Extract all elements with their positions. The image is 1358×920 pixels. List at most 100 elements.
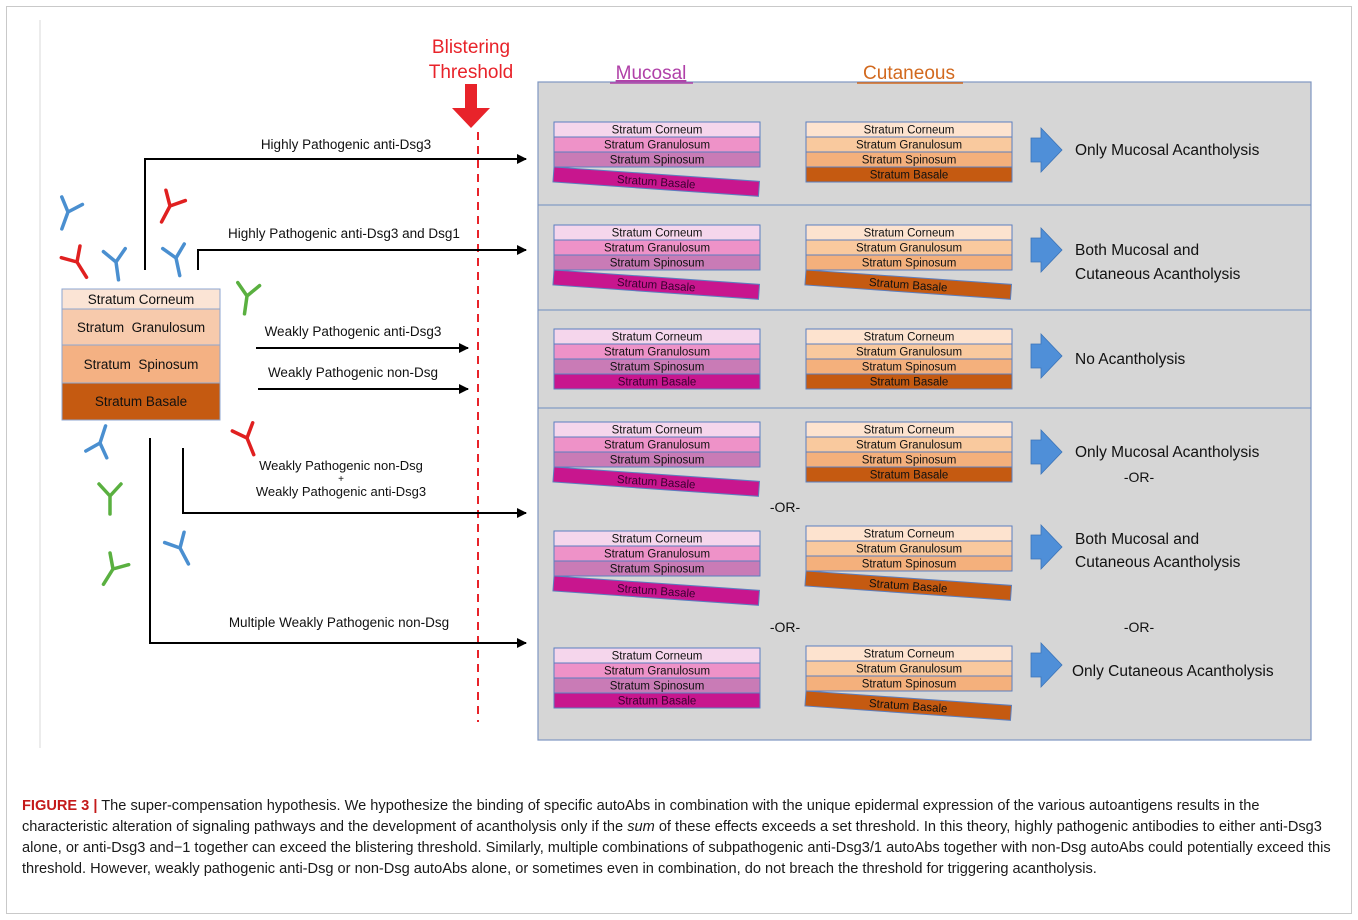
diagram: Blistering Threshold Mucosal Cutaneous S… bbox=[39, 20, 1312, 748]
layer-spinosum-band bbox=[805, 254, 1013, 271]
left-layer-granulosum-label: Stratum Granulosum bbox=[77, 320, 205, 335]
layer-spinosum: Stratum Spinosum bbox=[553, 358, 761, 375]
caption-text-part1: The super-compensation hypothesis. We hy… bbox=[22, 798, 1260, 835]
threshold-label-line2: Threshold bbox=[429, 62, 514, 83]
layer-granulosum-label: Stratum Granulosum bbox=[856, 140, 962, 152]
layer-spinosum-band bbox=[553, 254, 761, 271]
layer-basale-label: Stratum Basale bbox=[617, 277, 696, 294]
outcome-arrow-icon bbox=[1030, 227, 1063, 273]
layer-granulosum-label: Stratum Granulosum bbox=[604, 243, 710, 255]
layer-basale: Stratum Basale bbox=[552, 466, 761, 497]
layer-spinosum-band bbox=[805, 555, 1013, 572]
layer-corneum-label: Stratum Corneum bbox=[864, 649, 955, 661]
layer-corneum: Stratum Corneum bbox=[805, 645, 1013, 662]
antibody-icon bbox=[59, 244, 89, 280]
layer-spinosum: Stratum Spinosum bbox=[805, 451, 1013, 468]
layer-basale-band bbox=[804, 570, 1013, 601]
antibody-icon bbox=[236, 280, 262, 316]
layer-spinosum-label: Stratum Spinosum bbox=[610, 681, 705, 693]
layer-basale-label: Stratum Basale bbox=[870, 170, 949, 182]
layer-granulosum: Stratum Granulosum bbox=[553, 136, 761, 153]
layer-granulosum-label: Stratum Granulosum bbox=[604, 440, 710, 452]
layer-corneum: Stratum Corneum bbox=[553, 121, 761, 138]
layer-granulosum: Stratum Granulosum bbox=[805, 136, 1013, 153]
outcome-row1: Only Mucosal Acantholysis bbox=[1075, 142, 1260, 159]
layer-basale: Stratum Basale bbox=[553, 692, 761, 709]
left-layer-spinosum bbox=[61, 344, 221, 384]
layer-basale-label: Stratum Basale bbox=[618, 377, 697, 389]
layer-spinosum: Stratum Spinosum bbox=[553, 151, 761, 168]
layer-spinosum: Stratum Spinosum bbox=[553, 254, 761, 271]
layer-granulosum-label: Stratum Granulosum bbox=[856, 243, 962, 255]
layer-basale-band bbox=[553, 373, 761, 390]
layer-spinosum-label: Stratum Spinosum bbox=[862, 155, 957, 167]
outcome-arrow-icon bbox=[1030, 642, 1063, 688]
layer-granulosum: Stratum Granulosum bbox=[805, 660, 1013, 677]
layer-basale: Stratum Basale bbox=[553, 373, 761, 390]
figure-caption: FIGURE 3 | The super-compensation hypoth… bbox=[22, 796, 1338, 880]
layer-corneum-label: Stratum Corneum bbox=[864, 332, 955, 344]
outcome-row2-line2: Cutaneous Acantholysis bbox=[1075, 266, 1241, 283]
layer-spinosum-label: Stratum Spinosum bbox=[610, 564, 705, 576]
layer-spinosum-label: Stratum Spinosum bbox=[862, 455, 957, 467]
layer-spinosum-label: Stratum Spinosum bbox=[862, 258, 957, 270]
layer-granulosum-label: Stratum Granulosum bbox=[856, 440, 962, 452]
layer-spinosum: Stratum Spinosum bbox=[553, 560, 761, 577]
layer-basale-label: Stratum Basale bbox=[618, 696, 697, 708]
layer-basale-band bbox=[804, 269, 1013, 300]
pathway-label-4: Weakly Pathogenic non-Dsg bbox=[268, 365, 438, 380]
antibody-icon bbox=[159, 188, 188, 224]
layer-corneum-label: Stratum Corneum bbox=[612, 425, 703, 437]
header-cutaneous: Cutaneous bbox=[863, 63, 955, 84]
layer-basale-band bbox=[805, 373, 1013, 390]
layer-basale-band bbox=[552, 575, 761, 606]
pathway-arrow-1 bbox=[144, 154, 527, 270]
antibody-icon bbox=[84, 424, 109, 460]
layer-basale: Stratum Basale bbox=[804, 570, 1013, 601]
layer-basale-band bbox=[552, 466, 761, 497]
layer-spinosum: Stratum Spinosum bbox=[805, 555, 1013, 572]
threshold-arrow-icon bbox=[452, 84, 490, 128]
layer-corneum: Stratum Corneum bbox=[553, 224, 761, 241]
layer-basale: Stratum Basale bbox=[804, 690, 1013, 721]
layer-spinosum-label: Stratum Spinosum bbox=[610, 258, 705, 270]
layer-basale-label: Stratum Basale bbox=[869, 578, 948, 595]
layer-basale-band bbox=[552, 166, 761, 197]
pathway-arrow-2 bbox=[197, 245, 527, 270]
layer-corneum-label: Stratum Corneum bbox=[864, 425, 955, 437]
layer-granulosum-label: Stratum Granulosum bbox=[604, 140, 710, 152]
layer-basale-label: Stratum Basale bbox=[870, 470, 949, 482]
outcome-row5: Only Cutaneous Acantholysis bbox=[1072, 663, 1274, 680]
left-layer-spinosum-label: Stratum Spinosum bbox=[84, 357, 199, 372]
outcome-row3: No Acantholysis bbox=[1075, 351, 1186, 368]
layer-granulosum: Stratum Granulosum bbox=[553, 239, 761, 256]
layer-granulosum: Stratum Granulosum bbox=[553, 662, 761, 679]
layer-basale-label: Stratum Basale bbox=[617, 174, 696, 191]
or-label: -OR- bbox=[770, 619, 801, 635]
left-layer-basale-label: Stratum Basale bbox=[95, 394, 187, 409]
layer-spinosum: Stratum Spinosum bbox=[553, 451, 761, 468]
layer-corneum-label: Stratum Corneum bbox=[864, 529, 955, 541]
layer-corneum-label: Stratum Corneum bbox=[612, 125, 703, 137]
antibody-icon bbox=[101, 551, 131, 587]
left-epidermis-stack: Stratum Corneum Stratum Granulosum Strat… bbox=[61, 288, 221, 421]
pathway-label-5-plus: + bbox=[338, 474, 344, 485]
layer-basale: Stratum Basale bbox=[805, 166, 1013, 183]
layer-basale-label: Stratum Basale bbox=[870, 377, 949, 389]
pathway-label-6: Multiple Weakly Pathogenic non-Dsg bbox=[229, 615, 449, 630]
layer-corneum-label: Stratum Corneum bbox=[864, 125, 955, 137]
pathway-arrow-5 bbox=[182, 448, 527, 518]
layer-corneum: Stratum Corneum bbox=[553, 421, 761, 438]
pathway-label-1: Highly Pathogenic anti-Dsg3 bbox=[261, 137, 431, 152]
layer-spinosum-label: Stratum Spinosum bbox=[862, 362, 957, 374]
layer-basale-band bbox=[805, 166, 1013, 183]
layer-basale-label: Stratum Basale bbox=[617, 474, 696, 491]
layer-basale: Stratum Basale bbox=[805, 373, 1013, 390]
layer-basale-band bbox=[804, 690, 1013, 721]
